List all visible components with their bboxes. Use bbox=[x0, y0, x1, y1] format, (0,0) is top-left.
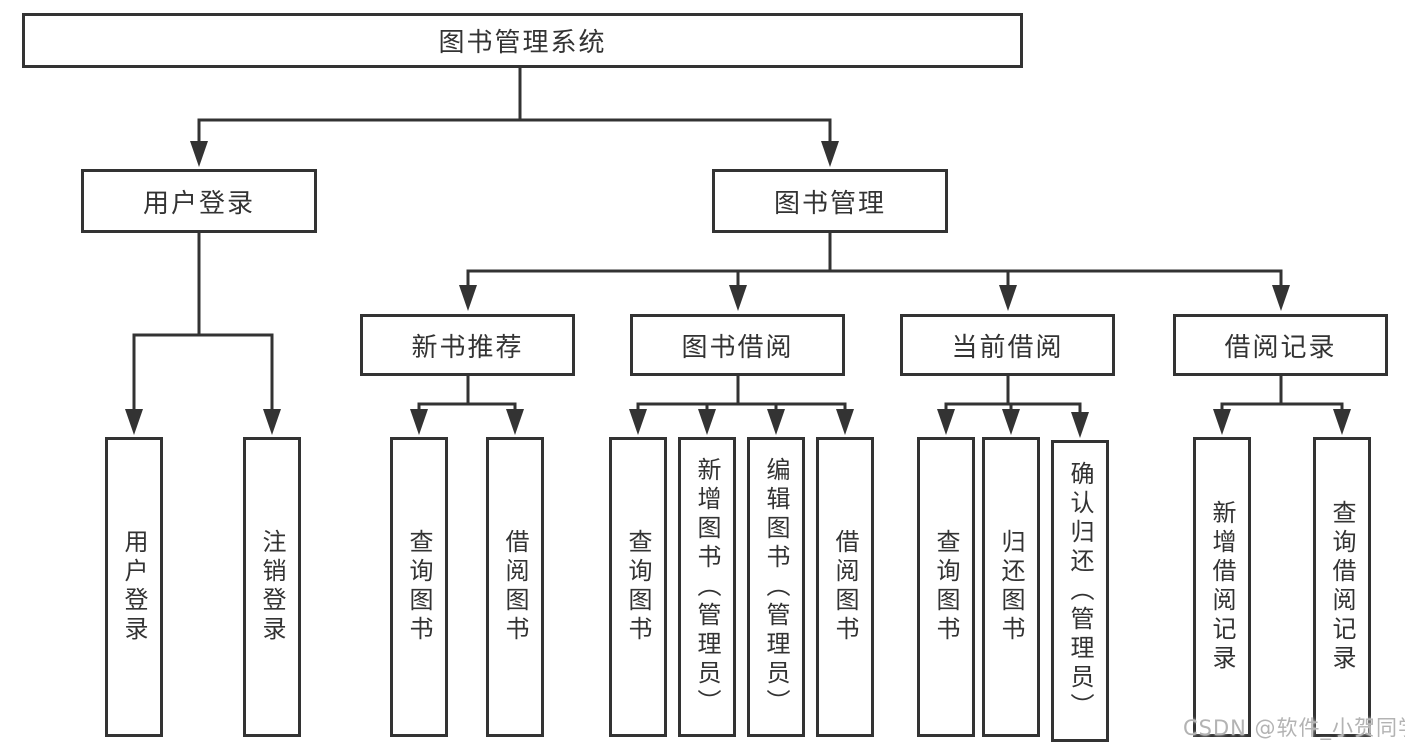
leaf-borrow-books-2: 借阅图书 bbox=[816, 437, 874, 737]
leaf-add-borrow-record: 新增借阅记录 bbox=[1193, 437, 1251, 737]
node-user-login-branch: 用户登录 bbox=[81, 169, 317, 233]
leaf-edit-books-admin: 编辑图书（管理员） bbox=[747, 437, 805, 737]
leaf-return-books: 归还图书 bbox=[982, 437, 1040, 737]
leaf-query-borrow-record: 查询借阅记录 bbox=[1313, 437, 1371, 737]
arrowhead-icons bbox=[125, 141, 1351, 438]
node-book-borrowing: 图书借阅 bbox=[630, 314, 845, 376]
leaf-add-books-admin: 新增图书（管理员） bbox=[678, 437, 736, 737]
node-new-book-recommend: 新书推荐 bbox=[360, 314, 575, 376]
leaf-query-books-3: 查询图书 bbox=[917, 437, 975, 737]
leaf-query-books-1: 查询图书 bbox=[390, 437, 448, 737]
leaf-query-books-2: 查询图书 bbox=[609, 437, 667, 737]
leaf-user-login: 用户登录 bbox=[105, 437, 163, 737]
leaf-logout: 注销登录 bbox=[243, 437, 301, 737]
leaf-confirm-return-admin: 确认归还（管理员） bbox=[1051, 440, 1109, 742]
node-book-management-branch: 图书管理 bbox=[712, 169, 948, 233]
node-borrowing-records: 借阅记录 bbox=[1173, 314, 1388, 376]
node-root-system: 图书管理系统 bbox=[22, 13, 1023, 68]
node-current-borrowing: 当前借阅 bbox=[900, 314, 1115, 376]
csdn-watermark: CSDN @软件_小贺同学 bbox=[1183, 716, 1405, 740]
leaf-borrow-books-1: 借阅图书 bbox=[486, 437, 544, 737]
